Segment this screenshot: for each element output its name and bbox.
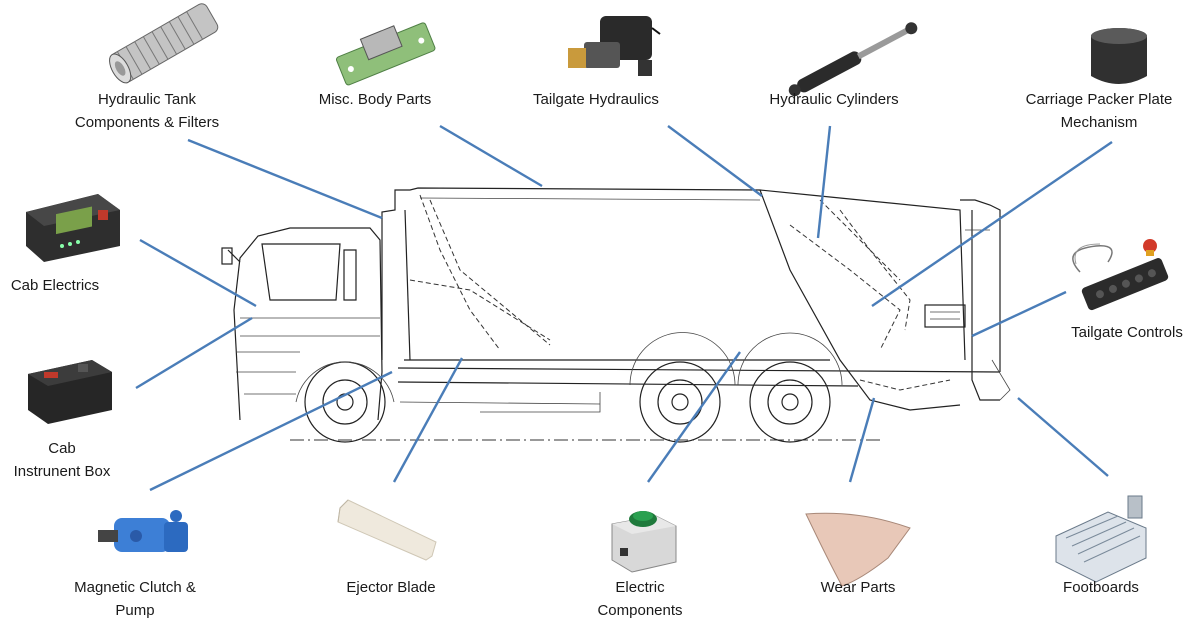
label-ejector-blade: Ejector Blade [330, 576, 452, 599]
label-magnetic-clutch-line2: Pump [115, 602, 155, 619]
refuse-truck-drawing [221, 187, 1011, 443]
rear-wheel-2 [749, 361, 831, 443]
ejector-blade-icon [337, 499, 437, 561]
label-carriage-packer-line1: Carriage Packer Plate [1025, 91, 1173, 108]
label-tailgate-controls-line1: Tailgate Controls [1071, 324, 1183, 341]
label-hydraulic-cylinders-line1: Hydraulic Cylinders [769, 91, 899, 108]
control-panel-icon [26, 194, 120, 262]
clutch-pump-icon [98, 510, 188, 552]
label-footboards: Footboards [1046, 576, 1156, 599]
label-hydraulic-cylinders: Hydraulic Cylinders [756, 88, 912, 111]
label-hydraulic-tank-line1: Hydraulic Tank [97, 91, 197, 108]
label-misc-body-parts-line1: Misc. Body Parts [318, 91, 432, 108]
filter-cartridge-icon [109, 3, 219, 84]
label-electric-components-line2: Components [597, 602, 683, 619]
label-electric-components-line1: Electric [615, 579, 665, 596]
label-cab-instrument-box: Cab Instrunent Box [0, 437, 124, 483]
label-carriage-packer-line2: Mechanism [1060, 114, 1138, 131]
label-wear-parts: Wear Parts [804, 576, 912, 599]
body-bracket-icon [336, 22, 436, 86]
hydraulic-cylinder-icon [788, 22, 918, 97]
label-cab-electrics: Cab Electrics [4, 274, 106, 297]
instrument-box-icon [28, 360, 112, 424]
label-misc-body-parts: Misc. Body Parts [306, 88, 444, 111]
label-carriage-packer: Carriage Packer Plate Mechanism [1014, 88, 1184, 134]
label-electric-components: Electric Components [584, 576, 696, 622]
solenoid-valve-icon [568, 16, 661, 76]
label-magnetic-clutch-line1: Magnetic Clutch & [74, 579, 196, 596]
label-wear-parts-line1: Wear Parts [820, 579, 896, 596]
label-tailgate-hydraulics-line1: Tailgate Hydraulics [533, 91, 659, 108]
label-ejector-blade-line1: Ejector Blade [346, 579, 436, 596]
label-cab-electrics-line1: Cab Electrics [10, 277, 100, 294]
label-tailgate-hydraulics: Tailgate Hydraulics [520, 88, 672, 111]
label-footboards-line1: Footboards [1063, 579, 1139, 596]
front-wheel [304, 361, 386, 443]
footboard-step-icon [1055, 495, 1147, 583]
push-button-box-icon [611, 511, 677, 573]
packer-cap-icon [1091, 28, 1147, 84]
label-hydraulic-tank: Hydraulic Tank Components & Filters [64, 88, 230, 134]
wear-plate-icon [805, 512, 911, 587]
control-pendant-icon [1072, 239, 1169, 311]
leader-lines [135, 124, 1113, 492]
label-hydraulic-tank-line2: Components & Filters [74, 114, 220, 131]
label-cab-instrument-box-line1: Cab [48, 440, 76, 457]
rear-wheel-1 [639, 361, 721, 443]
label-tailgate-controls: Tailgate Controls [1060, 321, 1194, 344]
label-magnetic-clutch: Magnetic Clutch & Pump [58, 576, 212, 622]
label-cab-instrument-box-line2: Instrunent Box [13, 463, 111, 480]
